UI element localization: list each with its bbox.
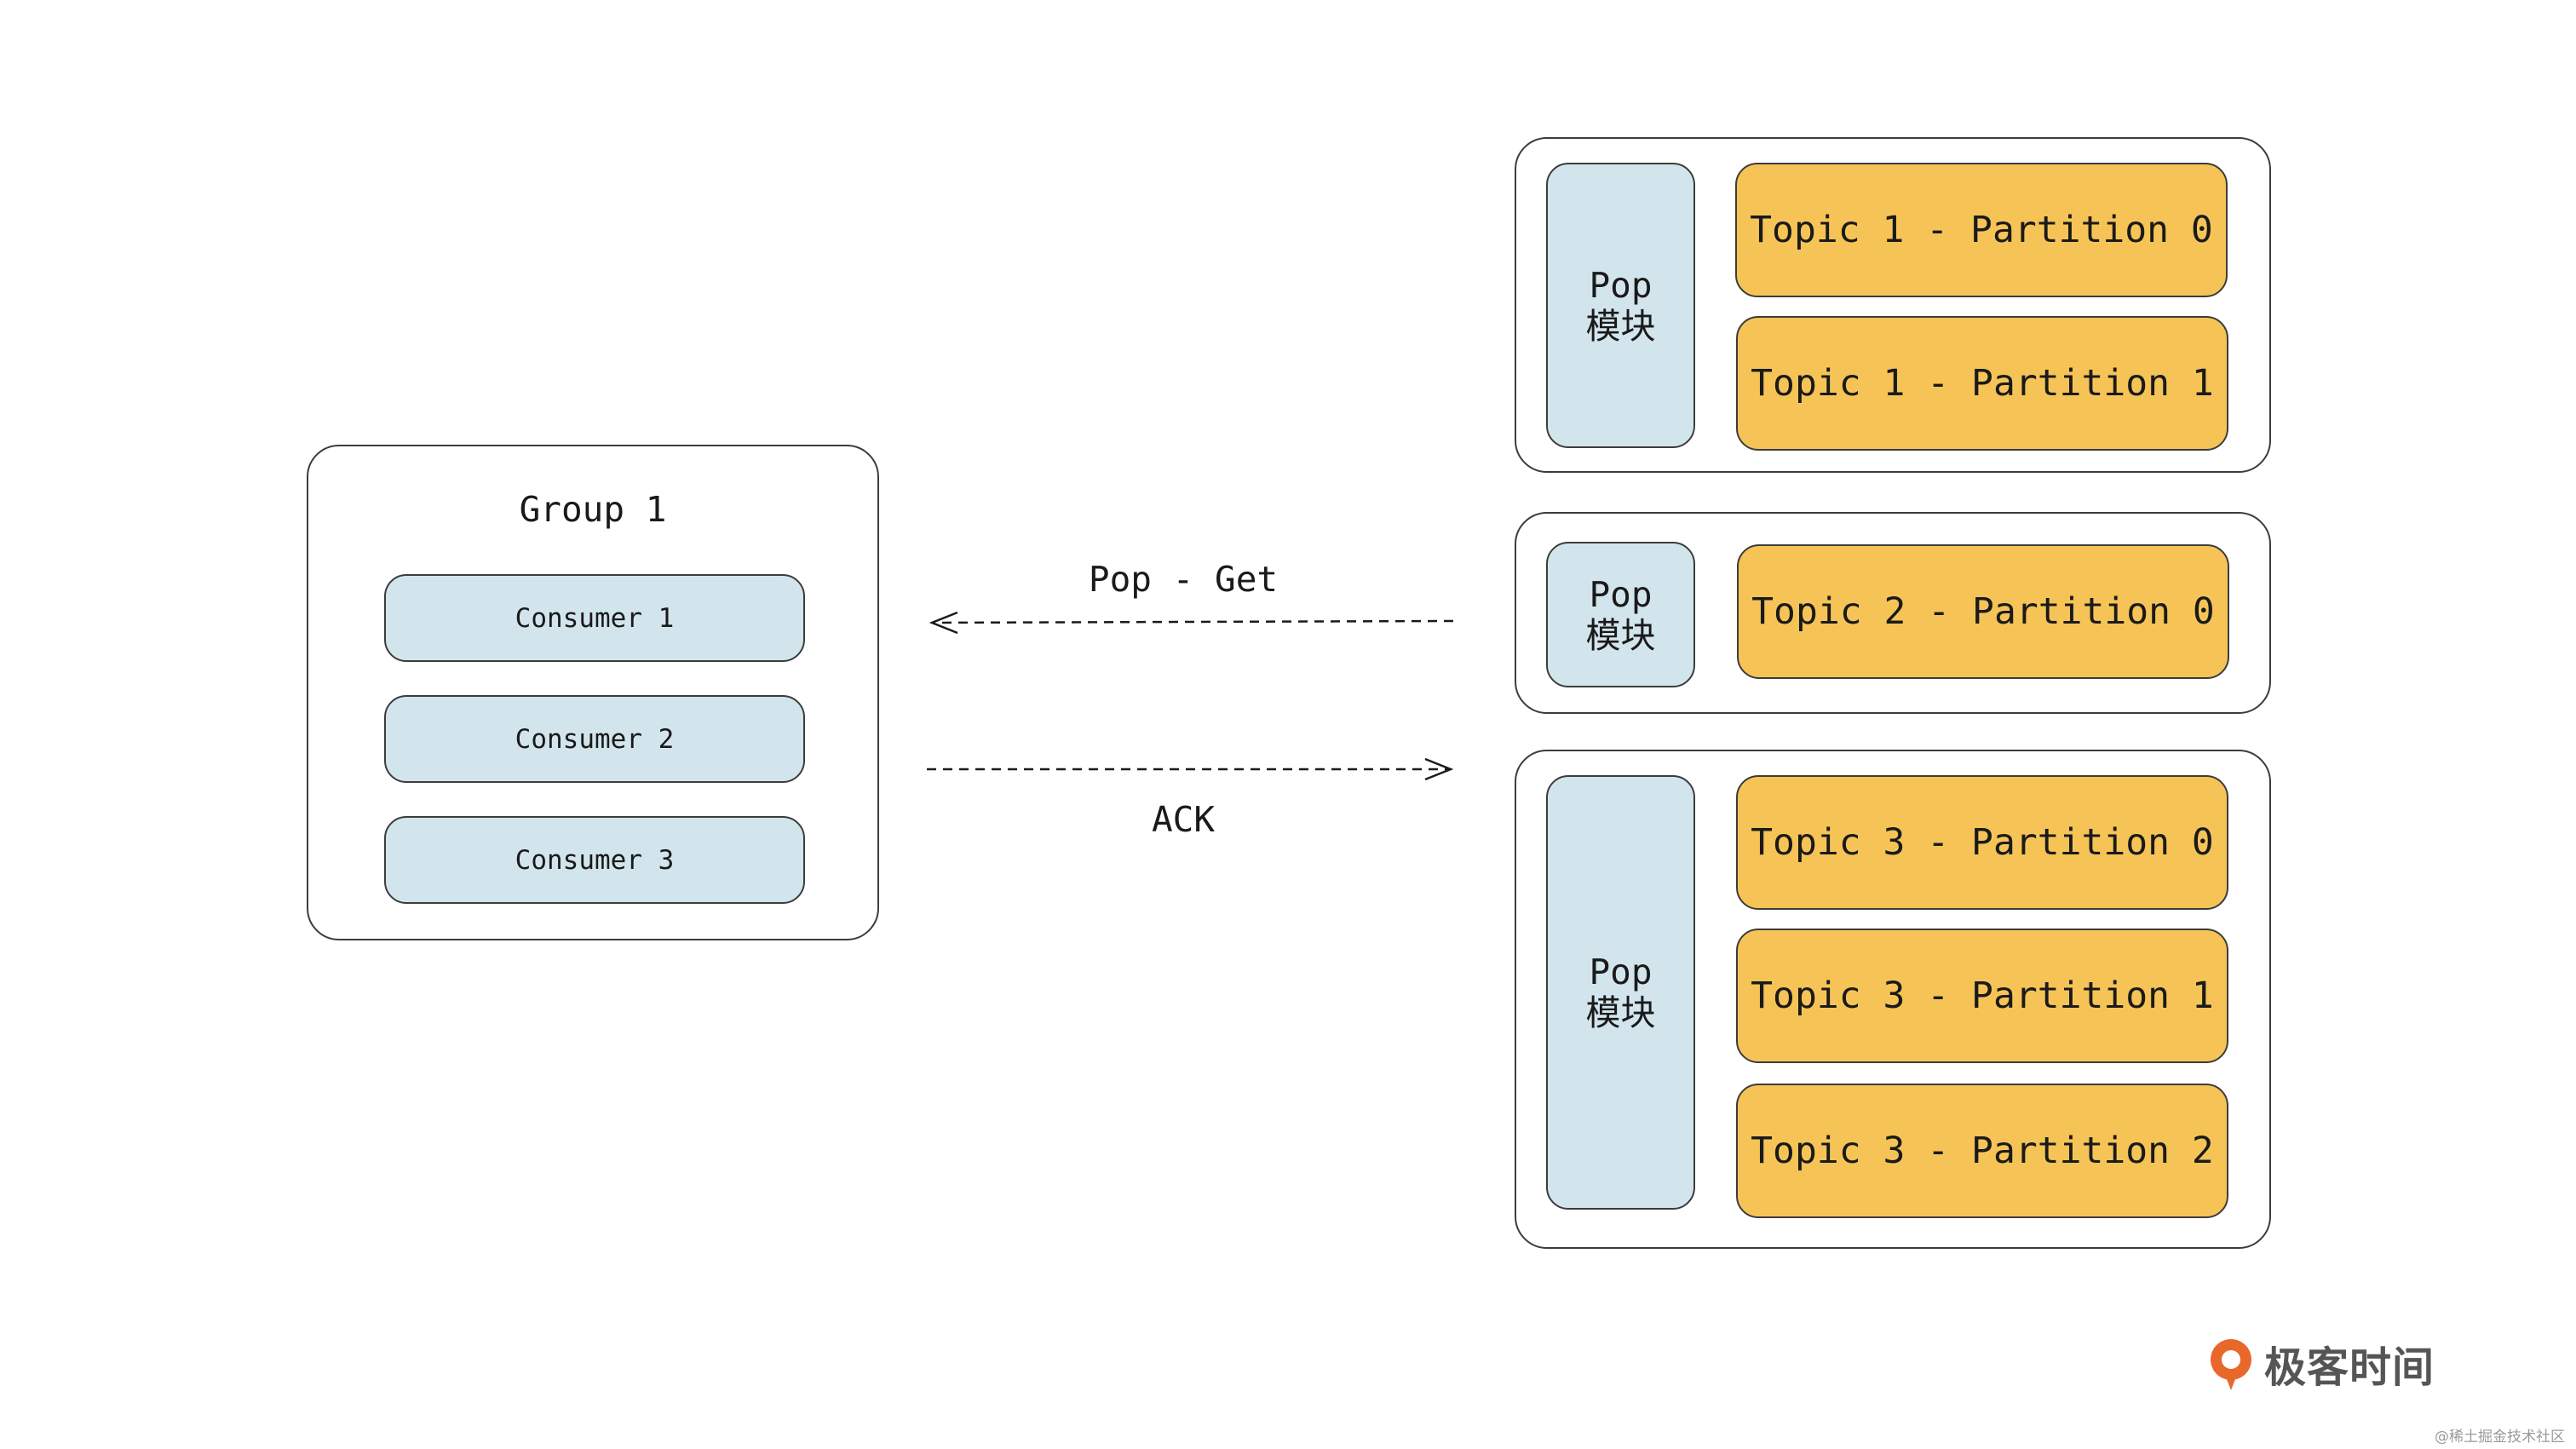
pop-module-2: Pop 模块: [1546, 542, 1695, 687]
ack-arrow: [927, 757, 1454, 781]
pop-get-arrow: [929, 611, 1454, 635]
pop-module-sublabel: 模块: [1585, 992, 1656, 1033]
topic1-partition1: Topic 1 - Partition 1: [1736, 316, 2228, 451]
topic3-partition2: Topic 3 - Partition 2: [1736, 1084, 2228, 1218]
logo: 极客时间: [2206, 1334, 2445, 1394]
consumer-3: Consumer 3: [384, 816, 805, 904]
pop-module-label: Pop: [1589, 573, 1653, 615]
consumer-2: Consumer 2: [384, 695, 805, 783]
pop-module-sublabel: 模块: [1585, 614, 1656, 656]
pop-module-label: Pop: [1589, 264, 1653, 306]
ack-label: ACK: [1151, 799, 1216, 840]
pop-module-1: Pop 模块: [1546, 163, 1695, 448]
logo-text: 极客时间: [2264, 1343, 2435, 1392]
geektime-logo-icon: [2211, 1339, 2251, 1390]
topic3-partition0: Topic 3 - Partition 0: [1736, 775, 2228, 910]
topic2-partition0: Topic 2 - Partition 0: [1737, 544, 2229, 679]
watermark: @稀土掘金技术社区: [2435, 1429, 2565, 1446]
consumer-1: Consumer 1: [384, 574, 805, 662]
group-title: Group 1: [519, 489, 667, 530]
topic1-partition0: Topic 1 - Partition 0: [1735, 163, 2228, 297]
pop-module-3: Pop 模块: [1546, 775, 1695, 1210]
pop-get-label: Pop - Get: [1088, 559, 1279, 600]
topic3-partition1: Topic 3 - Partition 1: [1736, 929, 2228, 1063]
pop-module-sublabel: 模块: [1585, 305, 1656, 347]
pop-module-label: Pop: [1589, 952, 1653, 992]
